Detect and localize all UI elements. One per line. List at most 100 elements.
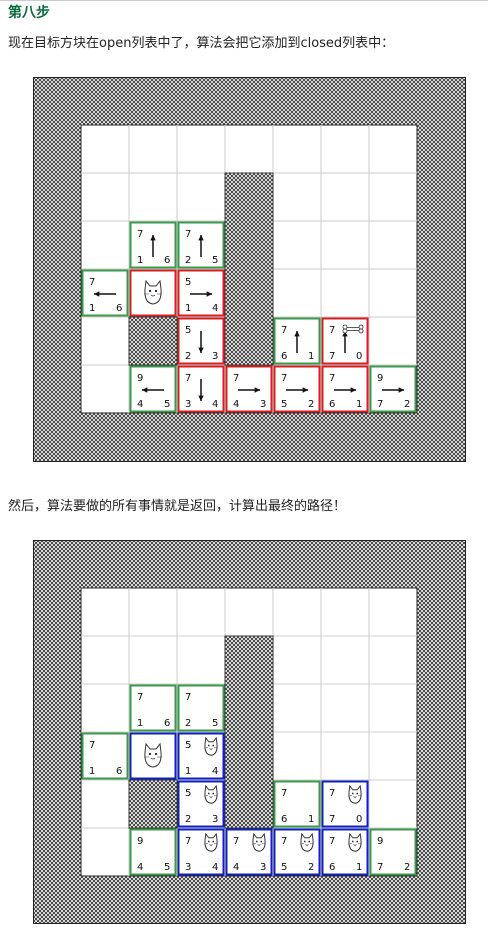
arrow-down-icon xyxy=(198,379,204,401)
g-score: 1 xyxy=(89,303,95,314)
g-score: 7 xyxy=(329,814,335,825)
f-score: 7 xyxy=(233,836,239,847)
h-score: 3 xyxy=(260,862,266,873)
cell-open: 7 1 6 xyxy=(81,269,129,317)
g-score: 5 xyxy=(281,399,287,410)
f-score: 5 xyxy=(185,788,191,799)
cat-icon xyxy=(348,832,362,852)
section-heading: 第八步 xyxy=(8,5,50,21)
g-score: 6 xyxy=(281,814,287,825)
wall-block xyxy=(128,779,178,829)
f-score: 7 xyxy=(89,740,95,751)
h-score: 2 xyxy=(308,862,314,873)
cell-closed: 7 3 4 xyxy=(177,365,225,413)
arrow-up-icon xyxy=(150,235,156,257)
arrow-right-icon xyxy=(334,387,356,393)
f-score: 7 xyxy=(185,836,191,847)
arrow-right-icon xyxy=(190,291,212,297)
cell-closed: 7 5 2 xyxy=(273,365,321,413)
cat-icon xyxy=(204,736,218,756)
h-score: 6 xyxy=(116,303,122,314)
g-score: 7 xyxy=(377,399,383,410)
h-score: 5 xyxy=(164,399,170,410)
f-score: 7 xyxy=(185,373,191,384)
f-score: 9 xyxy=(137,373,143,384)
g-score: 4 xyxy=(137,399,143,410)
wall-column xyxy=(224,635,274,829)
f-score: 7 xyxy=(137,229,143,240)
cell-path: 7 3 4 xyxy=(177,828,225,876)
cell-path: 5 2 3 xyxy=(177,780,225,828)
f-score: 7 xyxy=(185,692,191,703)
f-score: 7 xyxy=(233,373,239,384)
f-score: 7 xyxy=(281,373,287,384)
g-score: 1 xyxy=(185,766,191,777)
h-score: 5 xyxy=(212,255,218,266)
f-score: 7 xyxy=(281,788,287,799)
h-score: 2 xyxy=(308,399,314,410)
g-score: 4 xyxy=(137,862,143,873)
h-score: 1 xyxy=(308,814,314,825)
h-score: 4 xyxy=(212,862,218,873)
g-score: 3 xyxy=(185,399,191,410)
f-score: 9 xyxy=(377,836,383,847)
g-score: 7 xyxy=(377,862,383,873)
g-score: 6 xyxy=(281,351,287,362)
g-score: 1 xyxy=(137,255,143,266)
f-score: 7 xyxy=(89,277,95,288)
f-score: 7 xyxy=(137,692,143,703)
h-score: 4 xyxy=(212,399,218,410)
h-score: 2 xyxy=(404,862,410,873)
g-score: 6 xyxy=(329,862,335,873)
arrow-down-icon xyxy=(198,331,204,353)
h-score: 6 xyxy=(164,718,170,729)
g-score: 3 xyxy=(185,862,191,873)
g-score: 2 xyxy=(185,814,191,825)
cat-icon xyxy=(144,279,162,305)
cat-icon xyxy=(204,832,218,852)
g-score: 1 xyxy=(137,718,143,729)
f-score: 7 xyxy=(329,325,335,336)
cell-open: 7 1 6 xyxy=(129,684,177,732)
f-score: 9 xyxy=(137,836,143,847)
h-score: 4 xyxy=(212,303,218,314)
arrow-right-icon xyxy=(286,387,308,393)
h-score: 3 xyxy=(212,351,218,362)
arrow-up-icon xyxy=(294,331,300,353)
h-score: 1 xyxy=(308,351,314,362)
cat-icon xyxy=(252,832,266,852)
arrow-up-icon xyxy=(198,235,204,257)
cell-path: 7 7 0 xyxy=(321,780,369,828)
g-score: 2 xyxy=(185,351,191,362)
cell-closed xyxy=(129,269,177,317)
h-score: 3 xyxy=(212,814,218,825)
g-score: 6 xyxy=(329,399,335,410)
g-score: 1 xyxy=(185,303,191,314)
f-score: 7 xyxy=(281,325,287,336)
arrow-left-icon xyxy=(94,291,116,297)
h-score: 1 xyxy=(356,862,362,873)
h-score: 0 xyxy=(356,814,362,825)
g-score: 4 xyxy=(233,399,239,410)
arrow-up-icon xyxy=(342,331,348,353)
f-score: 7 xyxy=(329,788,335,799)
cat-icon xyxy=(144,742,162,768)
g-score: 5 xyxy=(281,862,287,873)
paragraph-2: 然后，算法要做的所有事情就是返回，计算出最终的路径！ xyxy=(8,499,347,514)
cell-path xyxy=(129,732,177,780)
